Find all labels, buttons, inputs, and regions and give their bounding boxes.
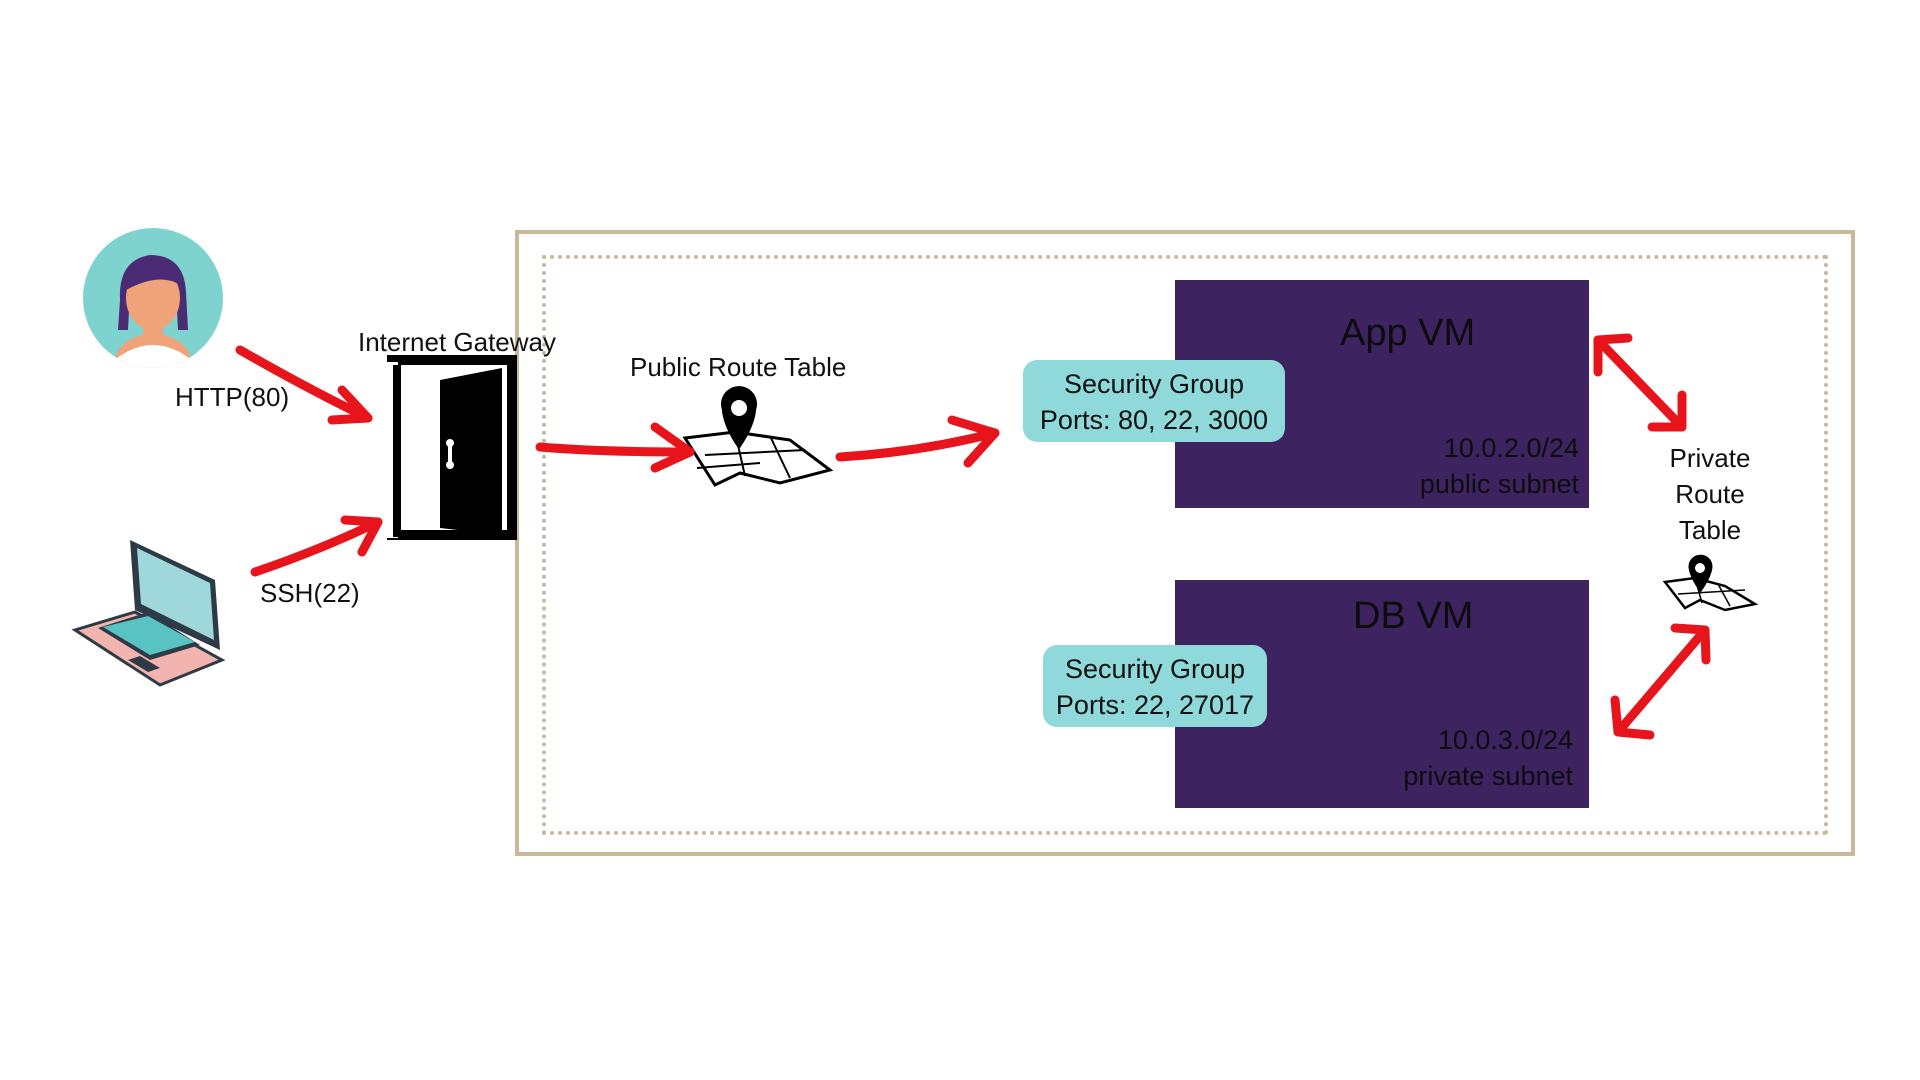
db-sg-ports: Ports: 22, 27017 xyxy=(1055,690,1255,720)
db-security-group: Security Group Ports: 22, 27017 xyxy=(1043,645,1267,727)
db-sg-title: Security Group xyxy=(1064,654,1246,684)
private-route-table-line-1: Private xyxy=(1669,443,1751,473)
route-table-to-app-arrow xyxy=(835,415,1000,468)
laptop-icon xyxy=(71,540,226,687)
internet-gateway-label: Internet Gateway xyxy=(358,327,556,357)
private-route-table-line-3: Table xyxy=(1678,515,1742,545)
gateway-to-route-table-arrow xyxy=(535,422,695,473)
private-route-table-label: Private Route Table xyxy=(1650,440,1770,548)
traffic-arrows xyxy=(235,333,1711,740)
db-vm-subnet: private subnet xyxy=(1403,761,1573,791)
app-sg-ports: Ports: 80, 22, 3000 xyxy=(1039,405,1269,435)
http-arrow xyxy=(235,345,373,425)
db-vm-box: DB VM 10.0.3.0/24 private subnet xyxy=(1175,580,1589,808)
vpc-boundary xyxy=(515,230,1855,856)
vpc-inner-boundary xyxy=(542,255,1828,835)
app-vm-title: App VM xyxy=(1340,312,1476,354)
db-vm-title: DB VM xyxy=(1353,595,1474,637)
ssh-label: SSH(22) xyxy=(260,578,360,608)
app-security-group: Security Group Ports: 80, 22, 3000 xyxy=(1023,360,1285,442)
db-vm-cidr: 10.0.3.0/24 xyxy=(1437,725,1573,755)
private-route-table-line-2: Route xyxy=(1675,479,1745,509)
ssh-arrow xyxy=(250,515,383,577)
db-vm-subnet-info: 10.0.3.0/24 private subnet xyxy=(1403,722,1573,794)
db-to-private-route-arrow xyxy=(1610,623,1711,740)
app-sg-title: Security Group xyxy=(1063,369,1245,399)
app-vm-subnet: public subnet xyxy=(1419,469,1579,499)
user-avatar-icon xyxy=(83,228,223,368)
app-vm-cidr: 10.0.2.0/24 xyxy=(1443,433,1579,463)
app-vm-subnet-info: 10.0.2.0/24 public subnet xyxy=(1420,430,1579,502)
http-label: HTTP(80) xyxy=(175,382,290,412)
private-route-table-map-icon xyxy=(1662,554,1759,612)
app-to-private-route-arrow xyxy=(1593,333,1687,432)
door-icon xyxy=(386,355,517,540)
public-route-table-label: Public Route Table xyxy=(630,352,847,382)
public-route-table-map-icon xyxy=(682,386,834,487)
